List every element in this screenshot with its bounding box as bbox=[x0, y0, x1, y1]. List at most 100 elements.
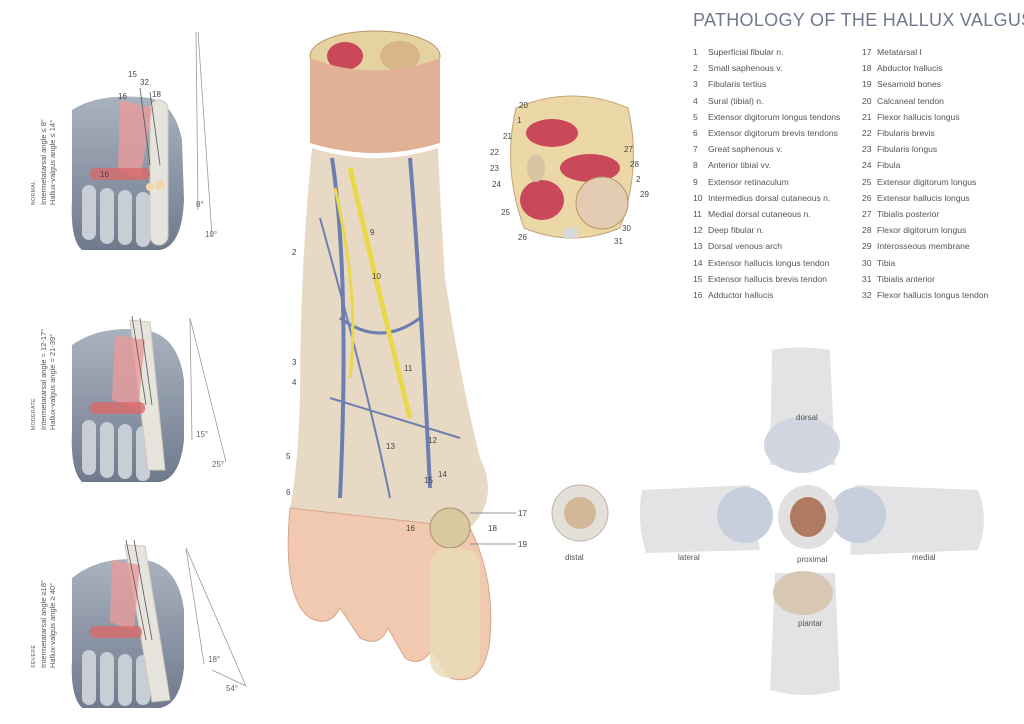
legend-label: Extensor hallucis brevis tendon bbox=[708, 273, 827, 284]
legend-number: 1 bbox=[693, 47, 698, 57]
legend-label: Extensor digitorum longus tendons bbox=[708, 111, 841, 122]
legend-label: Flexor digitorum longus bbox=[877, 225, 967, 236]
normal-label-15: 15 bbox=[128, 70, 137, 79]
stage-severe-line2: Hallux-valgus angle ≥ 40° bbox=[48, 582, 57, 668]
stage-normal-line1: Intermetatarsal angle ≤ 8° bbox=[39, 119, 48, 205]
legend-item: 5 Extensor digitorum longus tendons bbox=[693, 109, 840, 125]
view-label-lateral: lateral bbox=[678, 553, 700, 562]
legend-item: 21 Flexor hallucis longus bbox=[862, 109, 988, 125]
legend-label: Flexor hallucis longus bbox=[877, 111, 960, 122]
legend-number: 14 bbox=[693, 257, 703, 268]
legend-number: 9 bbox=[693, 176, 698, 187]
foot-xray-normal bbox=[71, 87, 184, 250]
legend-label: Tibialis posterior bbox=[877, 209, 940, 220]
legend-label: Abductor hallucis bbox=[877, 63, 943, 74]
section-callout-30: 30 bbox=[622, 224, 631, 233]
stage-moderate-severity: MODERATE bbox=[31, 398, 37, 430]
section-callout-24: 24 bbox=[492, 180, 501, 189]
normal-label-18: 18 bbox=[152, 90, 161, 99]
foot-callout-5: 5 bbox=[286, 452, 291, 461]
legend-number: 20 bbox=[862, 95, 872, 106]
legend-label: Small saphenous v. bbox=[708, 63, 783, 74]
legend-label: Sesamoid bones bbox=[877, 79, 942, 90]
legend-item: 27 Tibialis posterior bbox=[862, 206, 988, 222]
foot-callout-12: 12 bbox=[428, 436, 437, 445]
legend-label: Flexor hallucis longus tendon bbox=[877, 290, 989, 301]
foot-callout-14: 14 bbox=[438, 470, 447, 479]
legend-item: 23 Fibularis longus bbox=[862, 141, 988, 157]
section-callout-20: 20 bbox=[519, 101, 528, 110]
legend-item: 18 Abductor hallucis bbox=[862, 60, 988, 76]
foot-callout-10: 10 bbox=[372, 272, 381, 281]
legend-number: 18 bbox=[862, 63, 872, 74]
legend-label: Calcaneal tendon bbox=[877, 95, 944, 106]
legend-number: 25 bbox=[862, 176, 872, 187]
legend-item: 19 Sesamoid bones bbox=[862, 76, 988, 92]
page-title: PATHOLOGY OF THE HALLUX VALGUS bbox=[693, 10, 1024, 30]
legend-number: 27 bbox=[862, 209, 872, 220]
legend-number: 4 bbox=[693, 95, 698, 106]
legend-item: 20 Calcaneal tendon bbox=[862, 93, 988, 109]
legend-item: 15 Extensor hallucis brevis tendon bbox=[693, 271, 840, 287]
legend-number: 2 bbox=[693, 63, 698, 74]
legend-number: 12 bbox=[693, 225, 703, 236]
section-callout-27: 27 bbox=[624, 145, 633, 154]
stage-normal-angle-1: 8° bbox=[196, 200, 204, 209]
legend-label: Fibularis longus bbox=[877, 144, 938, 155]
stage-moderate-line1: Intermetatarsal angle = 12-17° bbox=[39, 328, 48, 430]
legend-label: Fibula bbox=[877, 160, 901, 171]
legend-label: Tibia bbox=[877, 257, 896, 268]
section-callout-25: 25 bbox=[501, 208, 510, 217]
view-label-plantar: plantar bbox=[798, 619, 823, 628]
legend-label: Interosseous membrane bbox=[877, 241, 970, 252]
section-callout-28: 28 bbox=[630, 160, 639, 169]
stage-moderate-angle-2: 25° bbox=[212, 460, 225, 469]
stage-severe-severity: SEVERE bbox=[31, 644, 37, 668]
foot-callout-6: 6 bbox=[286, 488, 291, 497]
foot-callout-2: 2 bbox=[292, 248, 297, 257]
legend-number: 31 bbox=[862, 273, 872, 284]
stage-moderate-angle-1: 15° bbox=[196, 430, 209, 439]
section-callout-26: 26 bbox=[518, 233, 527, 242]
stage-severe-line1: Intermetatarsal angle ≥18° bbox=[39, 580, 48, 668]
legend-number: 30 bbox=[862, 257, 872, 268]
foot-xray-moderate bbox=[71, 315, 184, 482]
hallux-stages-figure bbox=[71, 31, 247, 708]
view-label-distal: distal bbox=[565, 553, 584, 562]
stage-normal-severity: NORMAL bbox=[31, 180, 37, 205]
legend-number: 23 bbox=[862, 144, 872, 155]
legend-item: 30 Tibia bbox=[862, 255, 988, 271]
legend-number: 21 bbox=[862, 111, 872, 122]
legend-number: 3 bbox=[693, 79, 698, 90]
stage-severe-angle-2: 54° bbox=[226, 684, 239, 693]
legend-number: 10 bbox=[693, 192, 703, 203]
foot-callout-19: 19 bbox=[518, 540, 527, 549]
callout-leader-lines bbox=[470, 512, 516, 545]
legend-number: 5 bbox=[693, 111, 698, 122]
foot-callout-4: 4 bbox=[292, 378, 297, 387]
legend-number: 22 bbox=[862, 128, 872, 139]
section-callout-22: 22 bbox=[490, 148, 499, 157]
legend-label: Superficial fibular n. bbox=[708, 47, 784, 57]
stage-normal-line2: Hallux-valgus angle ≤ 14° bbox=[48, 119, 57, 205]
legend-number: 15 bbox=[693, 273, 703, 284]
legend-label: Dorsal venous arch bbox=[708, 241, 783, 252]
normal-label-32: 32 bbox=[140, 78, 149, 87]
section-callout-2b: 2 bbox=[636, 175, 641, 184]
legend-number: 19 bbox=[862, 79, 872, 90]
stage-severe-angle-1: 18° bbox=[208, 655, 221, 664]
